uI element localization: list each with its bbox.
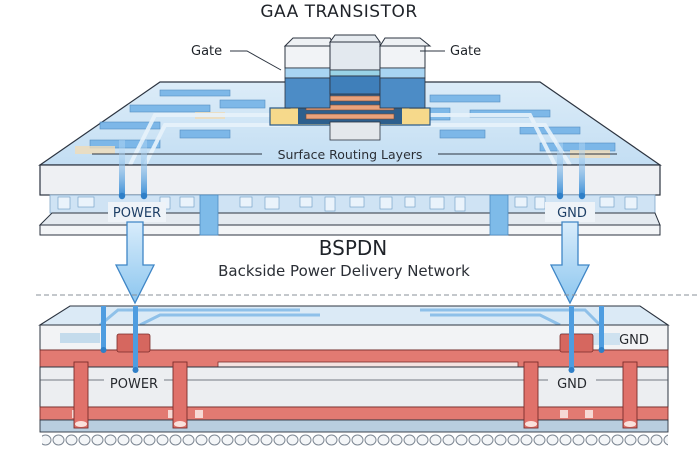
bottom-gnd-label-outer: GND [619,333,649,348]
surface-routing-layer-slab [39,164,661,196]
bottom-gnd-vias [568,306,605,373]
surface-routing-label: Surface Routing Layers [278,147,423,162]
tsv-pillar [622,361,638,429]
right-gate-cap [379,45,426,69]
bspdn-heading: BSPDN [319,236,388,260]
bottom-gnd-label-inner: GND [557,377,587,392]
top-gnd-vias [556,140,586,200]
top-chip-structure: Surface Routing Layers POWER [38,81,662,236]
solder-ball-array [42,432,668,446]
top-gnd-label: GND [557,206,587,221]
right-gate-body [379,77,426,109]
gate-label-right: Gate [450,44,481,59]
gaa-transistor [269,34,432,141]
gate-label-left: Gate [191,44,222,59]
nanosheet [305,113,395,120]
top-power-vias [118,140,148,200]
bottom-chip-structure: POWER GND GND [38,305,670,446]
lower-slab [39,224,661,236]
through-via [199,194,219,236]
bspdn-subheading: Backside Power Delivery Network [218,262,470,280]
substrate-layer [39,419,669,433]
tsv-pillar [172,361,188,429]
center-gate-body [329,75,381,95]
tsv-pillar [73,361,89,429]
power-distribution-layer [39,406,669,421]
power-down-arrow [114,221,156,305]
bottom-power-label: POWER [110,377,158,392]
top-power-label: POWER [113,206,161,221]
left-gate-body [284,77,331,109]
through-via [489,194,509,236]
bottom-power-vias [100,306,139,373]
tsv-pillar [523,361,539,429]
diagram-title: GAA TRANSISTOR [260,2,417,22]
gnd-down-arrow [549,221,591,305]
center-gate-cap [329,41,381,71]
left-gate-cap [284,45,331,69]
gate-leader-left [230,50,282,71]
